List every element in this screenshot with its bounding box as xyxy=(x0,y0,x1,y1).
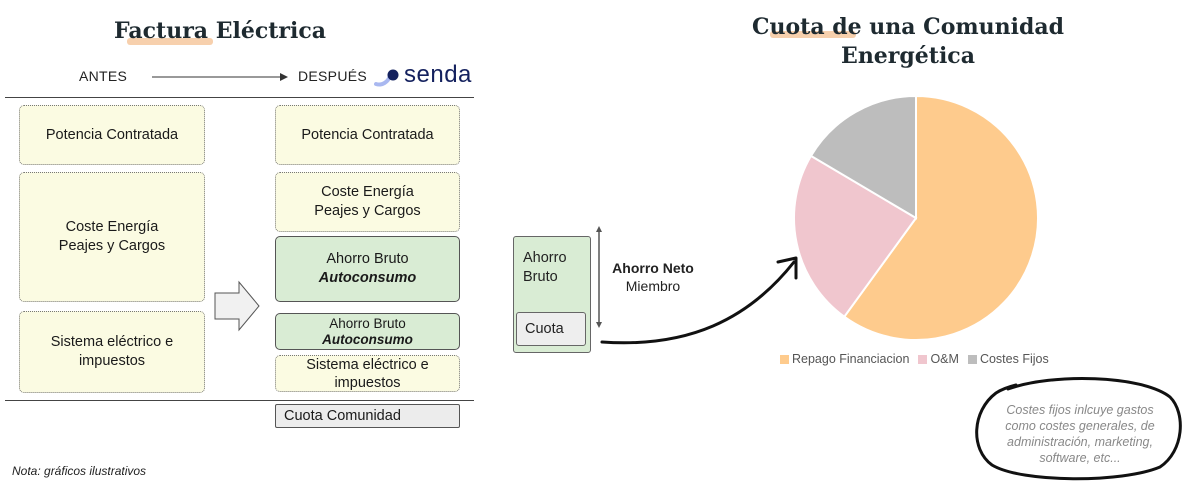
despues-coste-line2: Peajes y Cargos xyxy=(314,203,421,219)
legend-item-0: Repago Financiacion xyxy=(780,352,909,366)
right-title-line1: Cuota de una Comunidad xyxy=(751,14,1065,40)
ahorro-neto-line2: Miembro xyxy=(625,278,681,294)
cuota-text: Cuota xyxy=(525,321,564,337)
antes-sistema-line1: Sistema eléctrico e xyxy=(50,334,174,350)
pie-chart xyxy=(793,94,1039,341)
ahorro-bruto-line2: Bruto xyxy=(523,269,558,285)
pie-slice-0 xyxy=(842,94,1039,341)
despues-coste-line1: Coste Energía xyxy=(321,184,414,200)
callout-ellipse xyxy=(975,377,1182,481)
right-title: Cuota de una Comunidad Energética xyxy=(738,13,1078,71)
legend-label-0: Repago Financiacion xyxy=(792,352,910,366)
despues-ahorro-1-line2: Autoconsumo xyxy=(318,270,417,286)
despues-ahorro-2-line2: Autoconsumo xyxy=(322,331,413,347)
antes-coste-box: Coste Energía Peajes y Cargos xyxy=(19,172,205,302)
ahorro-bruto-panel: Ahorro Bruto Cuota xyxy=(513,236,591,353)
antes-sistema-box: Sistema eléctrico e impuestos xyxy=(19,311,205,393)
callout-text: Costes fijos inlcuye gastos como costes … xyxy=(988,402,1172,466)
pie-slice-1 xyxy=(793,154,918,319)
legend-swatch-0 xyxy=(780,354,789,364)
cuota-comunidad-box: Cuota Comunidad xyxy=(275,404,460,428)
legend-swatch-1 xyxy=(918,354,928,364)
note-text: Nota: gráficos ilustrativos xyxy=(12,464,147,478)
antes-potencia-text: Potencia Contratada xyxy=(45,126,179,143)
despues-potencia-box: Potencia Contratada xyxy=(275,105,460,165)
antes-potencia-box: Potencia Contratada xyxy=(19,105,205,165)
cuota-box: Cuota xyxy=(516,312,586,346)
antes-label: ANTES xyxy=(79,68,128,84)
legend-label-1: O&M xyxy=(930,352,959,366)
antes-coste-line1: Coste Energía xyxy=(65,219,159,235)
legend-item-2: Costes Fijos xyxy=(967,352,1049,366)
pie-slice-2 xyxy=(809,94,917,220)
callout-line1: Costes fijos inlcuye gastos xyxy=(1006,403,1154,417)
callout-line4: software, etc... xyxy=(1039,451,1121,465)
bottom-divider xyxy=(5,400,474,401)
antes-sistema-line2: impuestos xyxy=(78,353,146,369)
pie-legend: Repago Financiacion O&M Costes Fijos xyxy=(780,352,1058,366)
legend-swatch-2 xyxy=(967,354,977,364)
despues-potencia-text: Potencia Contratada xyxy=(301,126,434,143)
senda-logo-icon xyxy=(374,69,399,87)
cuota-comunidad-text: Cuota Comunidad xyxy=(284,407,401,424)
despues-label: DESPUÉS xyxy=(298,68,368,84)
legend-item-1: O&M xyxy=(918,352,959,366)
ahorro-neto-line1: Ahorro Neto xyxy=(612,260,694,276)
antes-despues-arrow xyxy=(152,73,288,81)
right-title-highlight xyxy=(770,31,856,38)
left-title: Factura Eléctrica xyxy=(113,18,326,44)
top-divider xyxy=(5,97,474,98)
despues-ahorro-box-2: Ahorro Bruto Autoconsumo xyxy=(275,313,460,350)
despues-coste-box: Coste Energía Peajes y Cargos xyxy=(275,172,460,232)
ahorro-neto-label: Ahorro Neto Miembro xyxy=(604,259,702,295)
senda-logo-text: senda xyxy=(404,61,472,88)
despues-sistema-box: Sistema eléctrico e impuestos xyxy=(275,355,460,392)
callout-line2: como costes generales, de xyxy=(1005,419,1155,433)
right-title-line2: Energética xyxy=(841,43,975,69)
despues-ahorro-box-1: Ahorro Bruto Autoconsumo xyxy=(275,236,460,302)
despues-sistema-line2: impuestos xyxy=(334,374,401,391)
callout-line3: administración, marketing, xyxy=(1007,435,1153,449)
despues-ahorro-2-line1: Ahorro Bruto xyxy=(329,315,406,331)
title-highlight xyxy=(127,38,213,45)
block-arrow-icon xyxy=(214,280,260,332)
neto-bracket-icon xyxy=(596,226,602,328)
despues-ahorro-1-line1: Ahorro Bruto xyxy=(326,251,409,267)
ahorro-bruto-label: Ahorro Bruto xyxy=(523,249,567,287)
curved-arrow-icon xyxy=(600,256,798,345)
despues-sistema-line1: Sistema eléctrico e xyxy=(306,356,429,373)
antes-coste-line2: Peajes y Cargos xyxy=(58,238,166,254)
ahorro-bruto-line1: Ahorro xyxy=(523,250,567,266)
legend-label-2: Costes Fijos xyxy=(979,352,1049,366)
